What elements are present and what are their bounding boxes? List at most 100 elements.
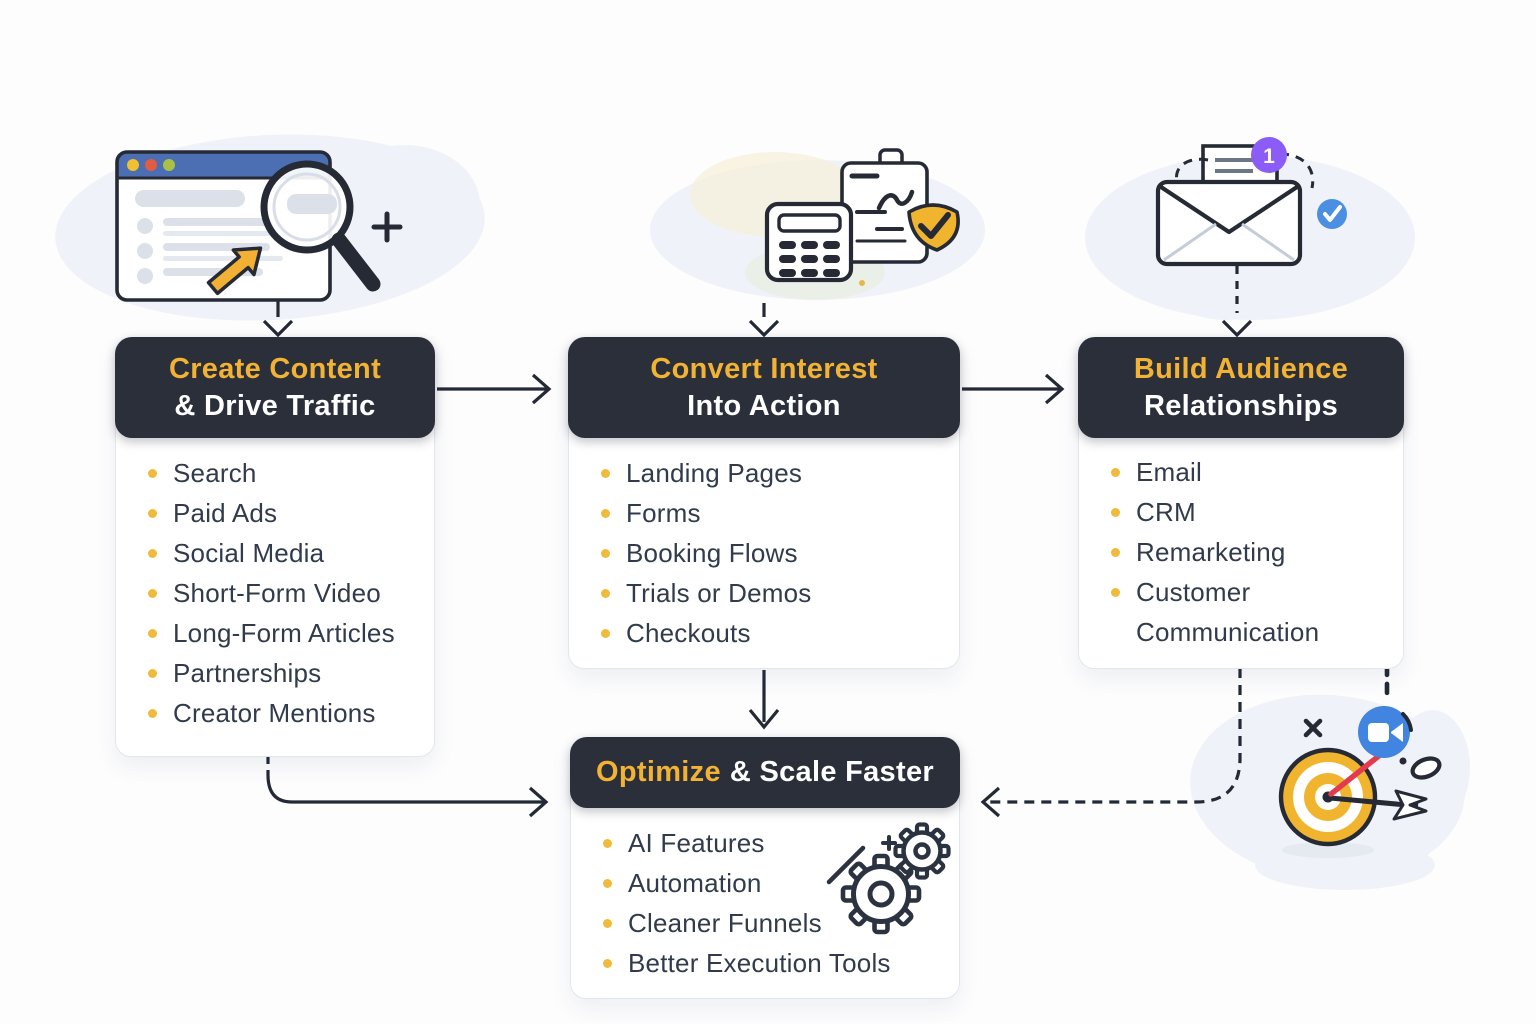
card-title: Optimize& Scale Faster xyxy=(596,754,934,791)
list-item: AI Features xyxy=(603,823,951,863)
gears-icon xyxy=(840,822,951,935)
list-item: Booking Flows xyxy=(601,533,951,573)
check-circle-icon xyxy=(1317,199,1347,229)
card-title-rest: Into Action xyxy=(687,389,841,422)
card-header: Convert Interest Into Action xyxy=(568,337,960,438)
card-title-accent: Optimize xyxy=(596,756,721,788)
card-title: Create Content & Drive Traffic xyxy=(169,351,381,425)
target-shadow xyxy=(1282,842,1374,858)
list-item-label: Search xyxy=(173,458,257,488)
window-dot-icon xyxy=(145,159,157,171)
list-item-label: Automation xyxy=(628,868,762,898)
list-item: Cleaner Funnels xyxy=(603,903,951,943)
list-item-label: Checkouts xyxy=(626,618,751,648)
card-convert-interest: Convert Interest Into Action Landing Pag… xyxy=(568,337,960,669)
bullet-dot xyxy=(601,589,610,598)
checklist-clipboard-icon xyxy=(840,148,929,264)
list-item-label: Email xyxy=(1136,457,1203,487)
list-item: Paid Ads xyxy=(148,493,426,533)
list-item-label: Short-Form Video xyxy=(173,578,381,608)
connector-create-to-convert xyxy=(437,373,552,405)
approved-badge-icon xyxy=(907,203,960,252)
plus-icon xyxy=(881,835,897,851)
list-item-label: AI Features xyxy=(628,828,765,858)
bullet-dot xyxy=(1111,548,1120,557)
speck-dot xyxy=(859,280,865,286)
list-item: CRM xyxy=(1111,492,1395,532)
list-item-label: Trials or Demos xyxy=(626,578,812,608)
list-item-label: Remarketing xyxy=(1136,537,1286,567)
target-bullseye-icon xyxy=(1278,747,1378,847)
speck-dot xyxy=(1399,757,1407,765)
list-item-label: Booking Flows xyxy=(626,538,798,568)
bullet-dot xyxy=(148,549,157,558)
bullet-dot xyxy=(1111,588,1120,597)
bullet-dot xyxy=(603,839,612,848)
connector-convert-to-audience xyxy=(962,373,1065,405)
list-item: Partnerships xyxy=(148,653,426,693)
bullet-dot xyxy=(601,629,610,638)
target-illustration xyxy=(1278,706,1442,858)
background-blob xyxy=(330,145,480,265)
gears-illustration xyxy=(819,820,957,942)
list-item: Email xyxy=(1111,452,1395,492)
list-item: Social Media xyxy=(148,533,426,573)
bullet-dot xyxy=(148,669,157,678)
envelope-illustration: 1 xyxy=(1155,137,1347,267)
bullet-dot xyxy=(603,879,612,888)
bullet-dot xyxy=(148,709,157,718)
bullet-dot xyxy=(601,469,610,478)
window-dot-icon xyxy=(163,159,175,171)
calculator-icon xyxy=(764,201,854,283)
bullet-dot xyxy=(148,589,157,598)
list-item-label: Partnerships xyxy=(173,658,322,688)
dart-arrow-icon xyxy=(1328,752,1428,821)
x-mark-icon xyxy=(1303,718,1323,738)
list-item: Long-Form Articles xyxy=(148,613,426,653)
list-item: Search xyxy=(148,453,426,493)
bullet-dot xyxy=(1111,508,1120,517)
list-item-label: Cleaner Funnels xyxy=(628,908,822,938)
calculator-checklist-illustration xyxy=(764,148,960,286)
bullet-dot xyxy=(601,509,610,518)
list-item: Remarketing xyxy=(1111,532,1395,572)
card-title-rest: Relationships xyxy=(1143,389,1339,422)
bullet-dot xyxy=(601,549,610,558)
list-item: Landing Pages xyxy=(601,453,951,493)
list-item-label: CRM xyxy=(1136,497,1196,527)
envelope-icon xyxy=(1155,179,1303,267)
card-header: Create Content & Drive Traffic xyxy=(115,337,435,438)
card-header: Build Audience Relationships xyxy=(1078,337,1404,438)
list-item-label: Social Media xyxy=(173,538,325,568)
bullet-dot xyxy=(603,919,612,928)
card-title: Build Audience Relationships xyxy=(1134,351,1348,425)
bullet-dot xyxy=(148,629,157,638)
notification-count: 1 xyxy=(1263,145,1275,168)
magnifier-icon xyxy=(260,160,381,292)
list-item-label: Customer Communication xyxy=(1136,577,1320,647)
cursor-arrow-icon xyxy=(206,246,263,296)
list-item: Short-Form Video xyxy=(148,573,426,613)
list-item-label: Creator Mentions xyxy=(173,698,376,728)
bullet-dot xyxy=(1111,468,1120,477)
list-item-label: Long-Form Articles xyxy=(173,618,395,648)
card-title-accent: Create Content xyxy=(168,352,382,385)
list-item-label: Landing Pages xyxy=(626,458,803,488)
browser-search-illustration xyxy=(115,150,403,302)
card-title-accent: Build Audience xyxy=(1133,352,1349,385)
card-header: Optimize& Scale Faster xyxy=(570,737,960,808)
list-item-label: Forms xyxy=(626,498,701,528)
bullet-dot xyxy=(603,959,612,968)
list-item: Automation xyxy=(603,863,951,903)
connector-convert-to-optimize xyxy=(748,670,780,730)
list-item: Trials or Demos xyxy=(601,573,951,613)
card-title: Convert Interest Into Action xyxy=(650,351,877,425)
